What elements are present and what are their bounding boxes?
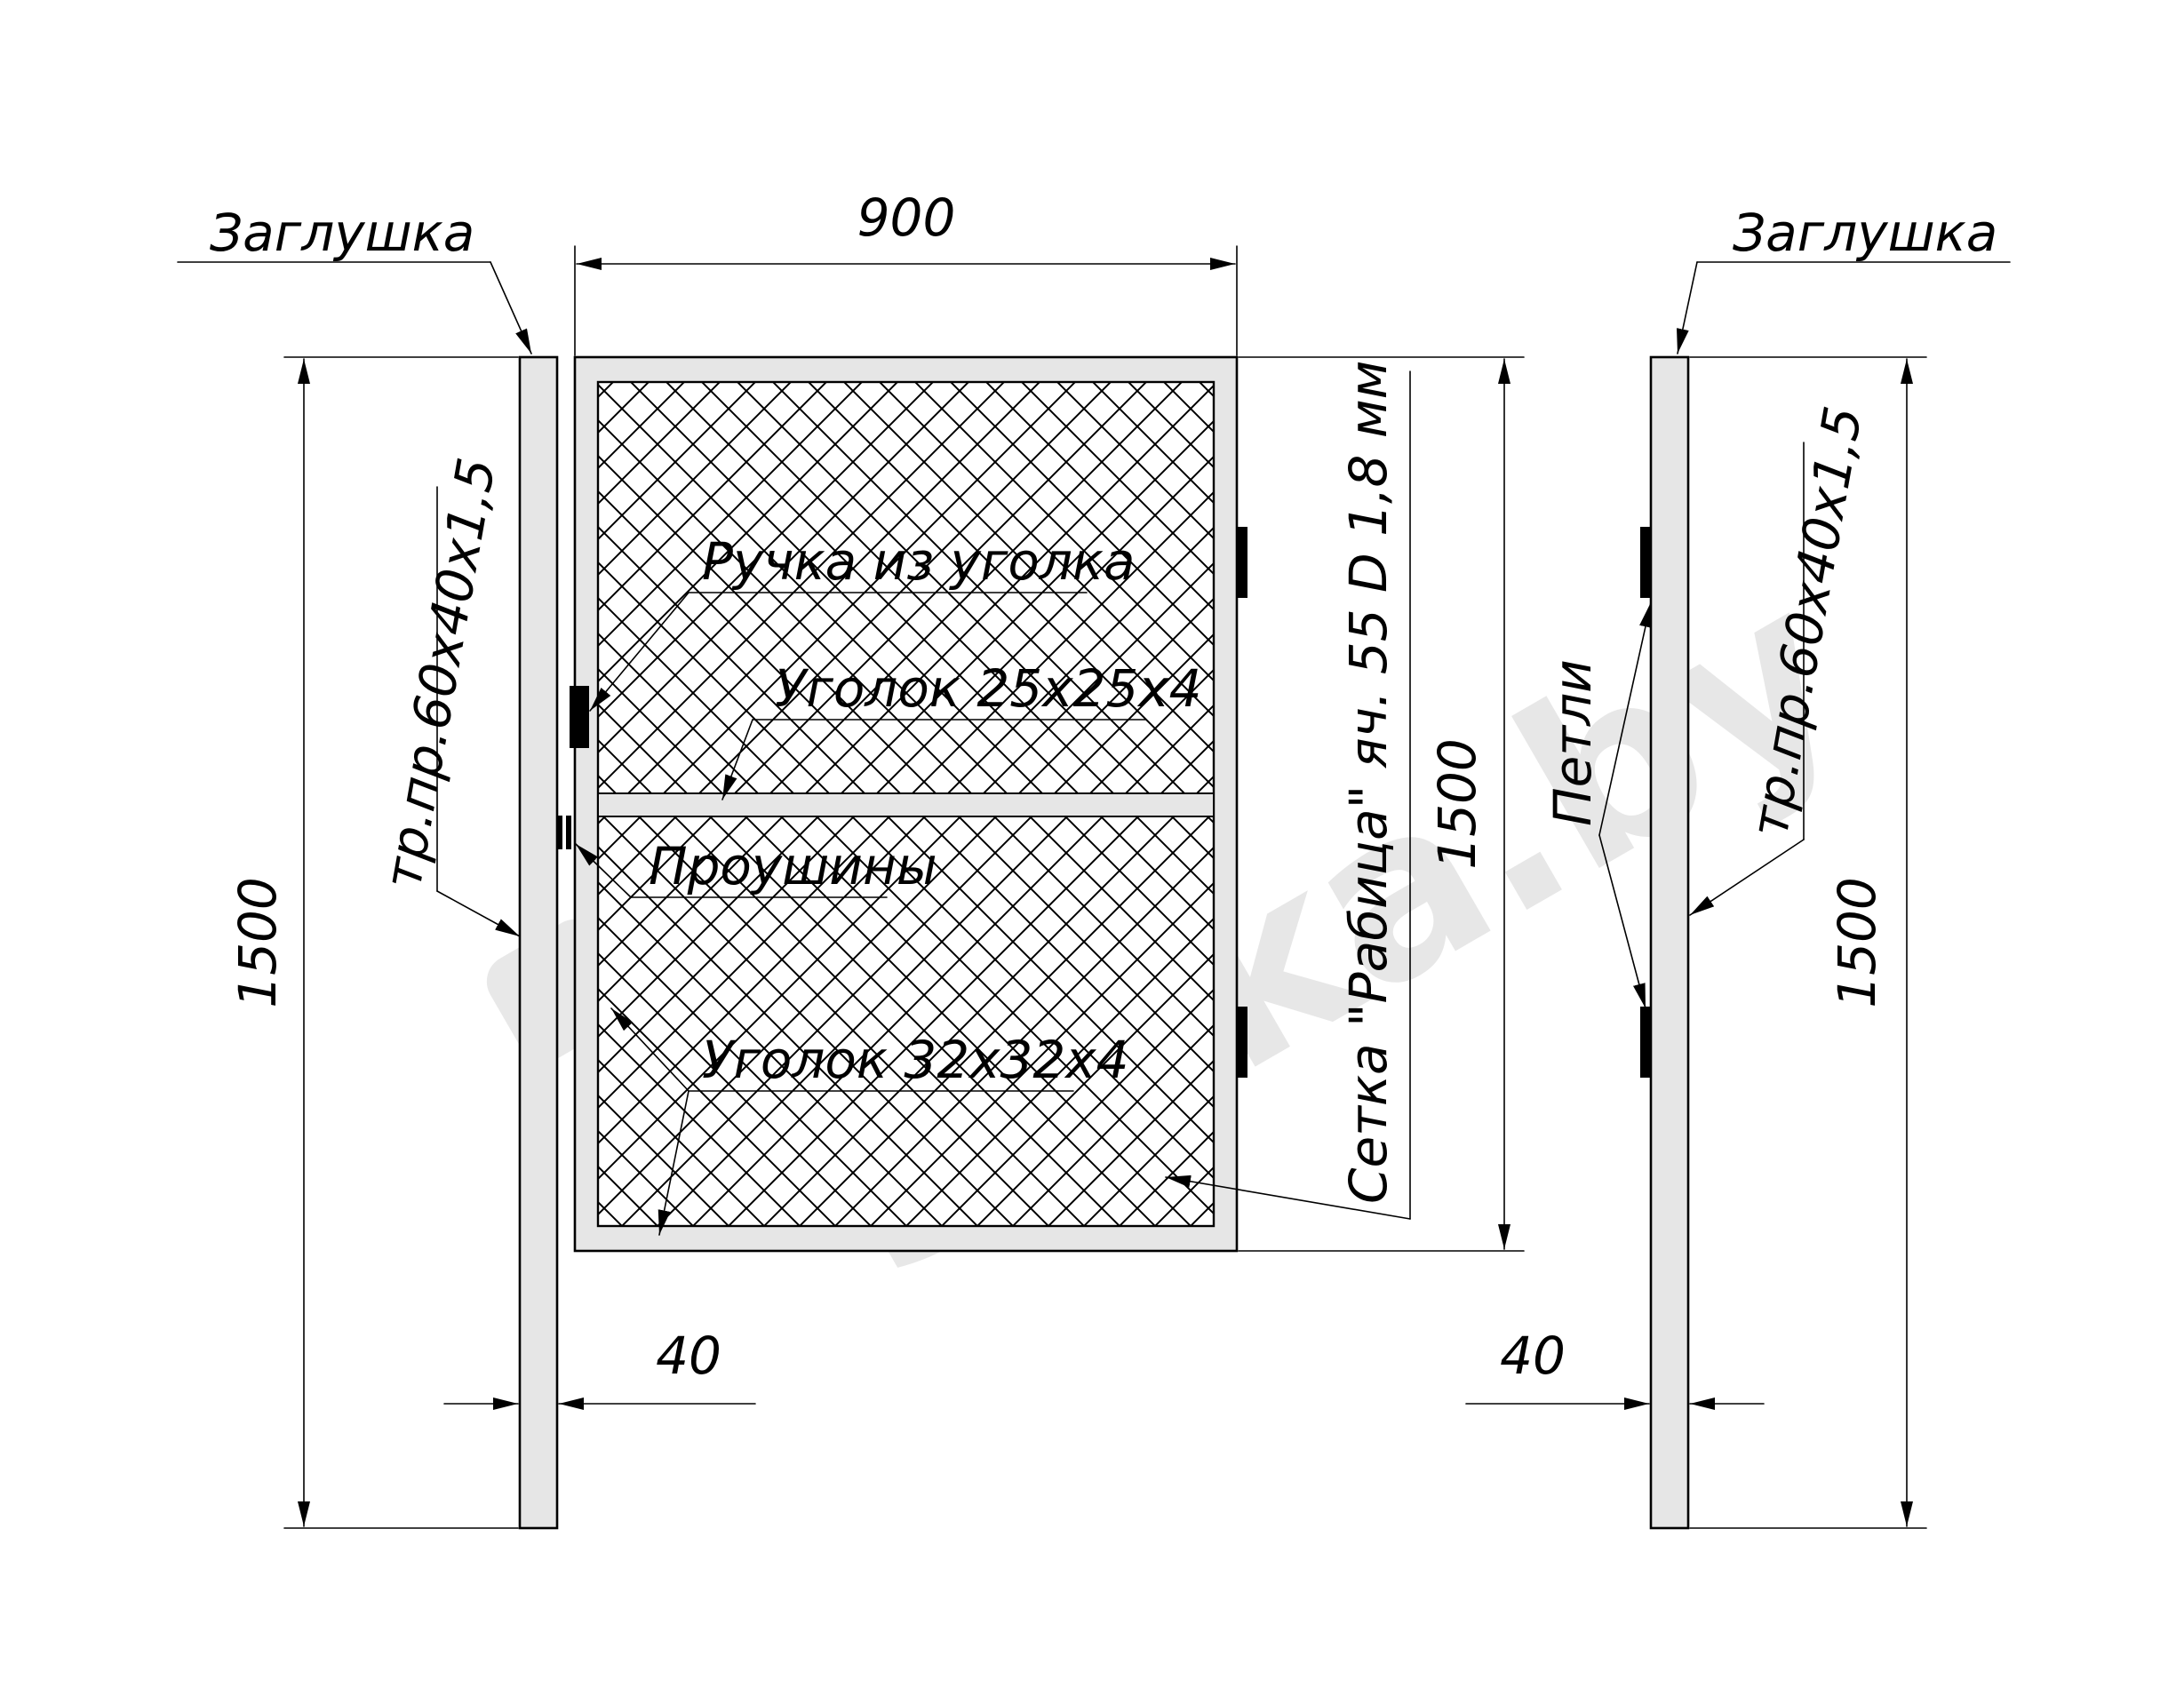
angle-small-label: Уголок 25х25х4: [775, 658, 1201, 719]
width-dimension: 900: [574, 187, 1238, 356]
width-dim-label: 900: [857, 187, 956, 248]
left-height-dimension: 1500: [227, 356, 519, 1529]
eyelets-label: Проушины: [649, 836, 937, 896]
handle-callout: Ручка из уголка: [589, 531, 1135, 712]
right-post-group: [1640, 355, 1690, 1530]
hinge-mark: [1640, 527, 1651, 598]
hinges-callout: Петли: [1542, 601, 1652, 1009]
angle-large-label: Уголок 32х32х4: [702, 1030, 1128, 1090]
post-width-right-dim: 40: [1465, 1326, 1765, 1410]
eyelets-callout: Проушины: [575, 836, 937, 898]
eyelet-mark: [557, 816, 562, 849]
gate-leaf: [570, 355, 1247, 1253]
hinge-mark: [1237, 527, 1247, 598]
angle-large-callout: Уголок 32х32х4: [610, 1007, 1128, 1236]
right-height-label: 1500: [1827, 877, 1887, 1008]
post-width-right-label: 40: [1500, 1326, 1566, 1386]
middle-crossbar: [597, 792, 1215, 817]
post-width-left-label: 40: [656, 1326, 721, 1386]
hinge-mark: [1640, 1007, 1651, 1078]
gate-height-dimension: 1500: [1238, 356, 1525, 1252]
gate-height-label: 1500: [1427, 738, 1487, 870]
post-width-left-dim: 40: [443, 1326, 756, 1410]
right-height-dimension: 1500: [1689, 356, 1927, 1529]
pipe-left-label: тр.пр.60х40х1,5: [372, 453, 507, 893]
plug-right-callout: Заглушка: [1677, 203, 2011, 354]
mesh-callout: Сетка "Рабица" яч. 55 D 1,8 мм: [1165, 361, 1411, 1220]
mesh-label: Сетка "Рабица" яч. 55 D 1,8 мм: [1338, 361, 1399, 1204]
plug-left-label: Заглушка: [210, 203, 474, 263]
eyelet-mark: [566, 816, 571, 849]
left-height-label: 1500: [227, 877, 288, 1008]
plug-left-callout: Заглушка: [177, 203, 532, 354]
pipe-left-callout: тр.пр.60х40х1,5: [372, 453, 521, 937]
left-post-group: [518, 355, 571, 1530]
handle-mark: [570, 686, 589, 748]
right-post: [1649, 355, 1690, 1530]
handle-label: Ручка из уголка: [702, 531, 1135, 592]
hinge-mark: [1237, 1007, 1247, 1078]
angle-small-callout: Уголок 25х25х4: [721, 658, 1201, 800]
hinges-label: Петли: [1542, 659, 1603, 826]
left-post: [518, 355, 559, 1530]
plug-right-label: Заглушка: [1733, 203, 1997, 263]
